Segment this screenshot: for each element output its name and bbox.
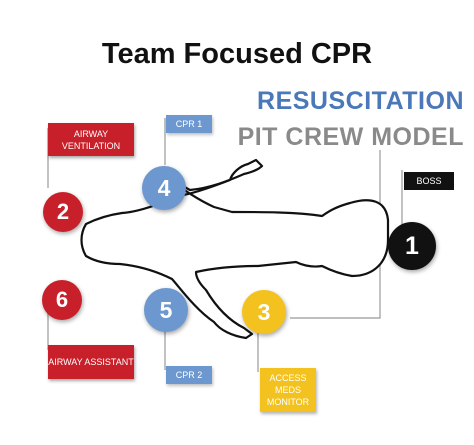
patient-body-outline bbox=[80, 158, 390, 340]
airway-assistant-label: AIRWAY ASSISTANT bbox=[48, 345, 134, 379]
role-2-badge: 2 bbox=[43, 192, 83, 232]
model-title-line2: PIT CREW MODEL bbox=[237, 123, 464, 151]
role-1-badge: 1 bbox=[388, 222, 436, 270]
access-meds-monitor-label: ACCESS MEDS MONITOR bbox=[260, 368, 316, 412]
role-5-badge: 5 bbox=[144, 288, 188, 332]
cpr2-label: CPR 2 bbox=[166, 366, 212, 384]
model-title-line1: RESUSCITATION bbox=[257, 87, 464, 115]
page-title: Team Focused CPR bbox=[101, 38, 373, 70]
role-4-badge: 4 bbox=[142, 166, 186, 210]
boss-label: BOSS bbox=[404, 172, 454, 190]
role-6-badge: 6 bbox=[42, 280, 82, 320]
airway-ventilation-label: AIRWAY VENTILATION bbox=[48, 123, 134, 156]
role-3-badge: 3 bbox=[242, 290, 286, 334]
cpr1-label: CPR 1 bbox=[166, 115, 212, 133]
